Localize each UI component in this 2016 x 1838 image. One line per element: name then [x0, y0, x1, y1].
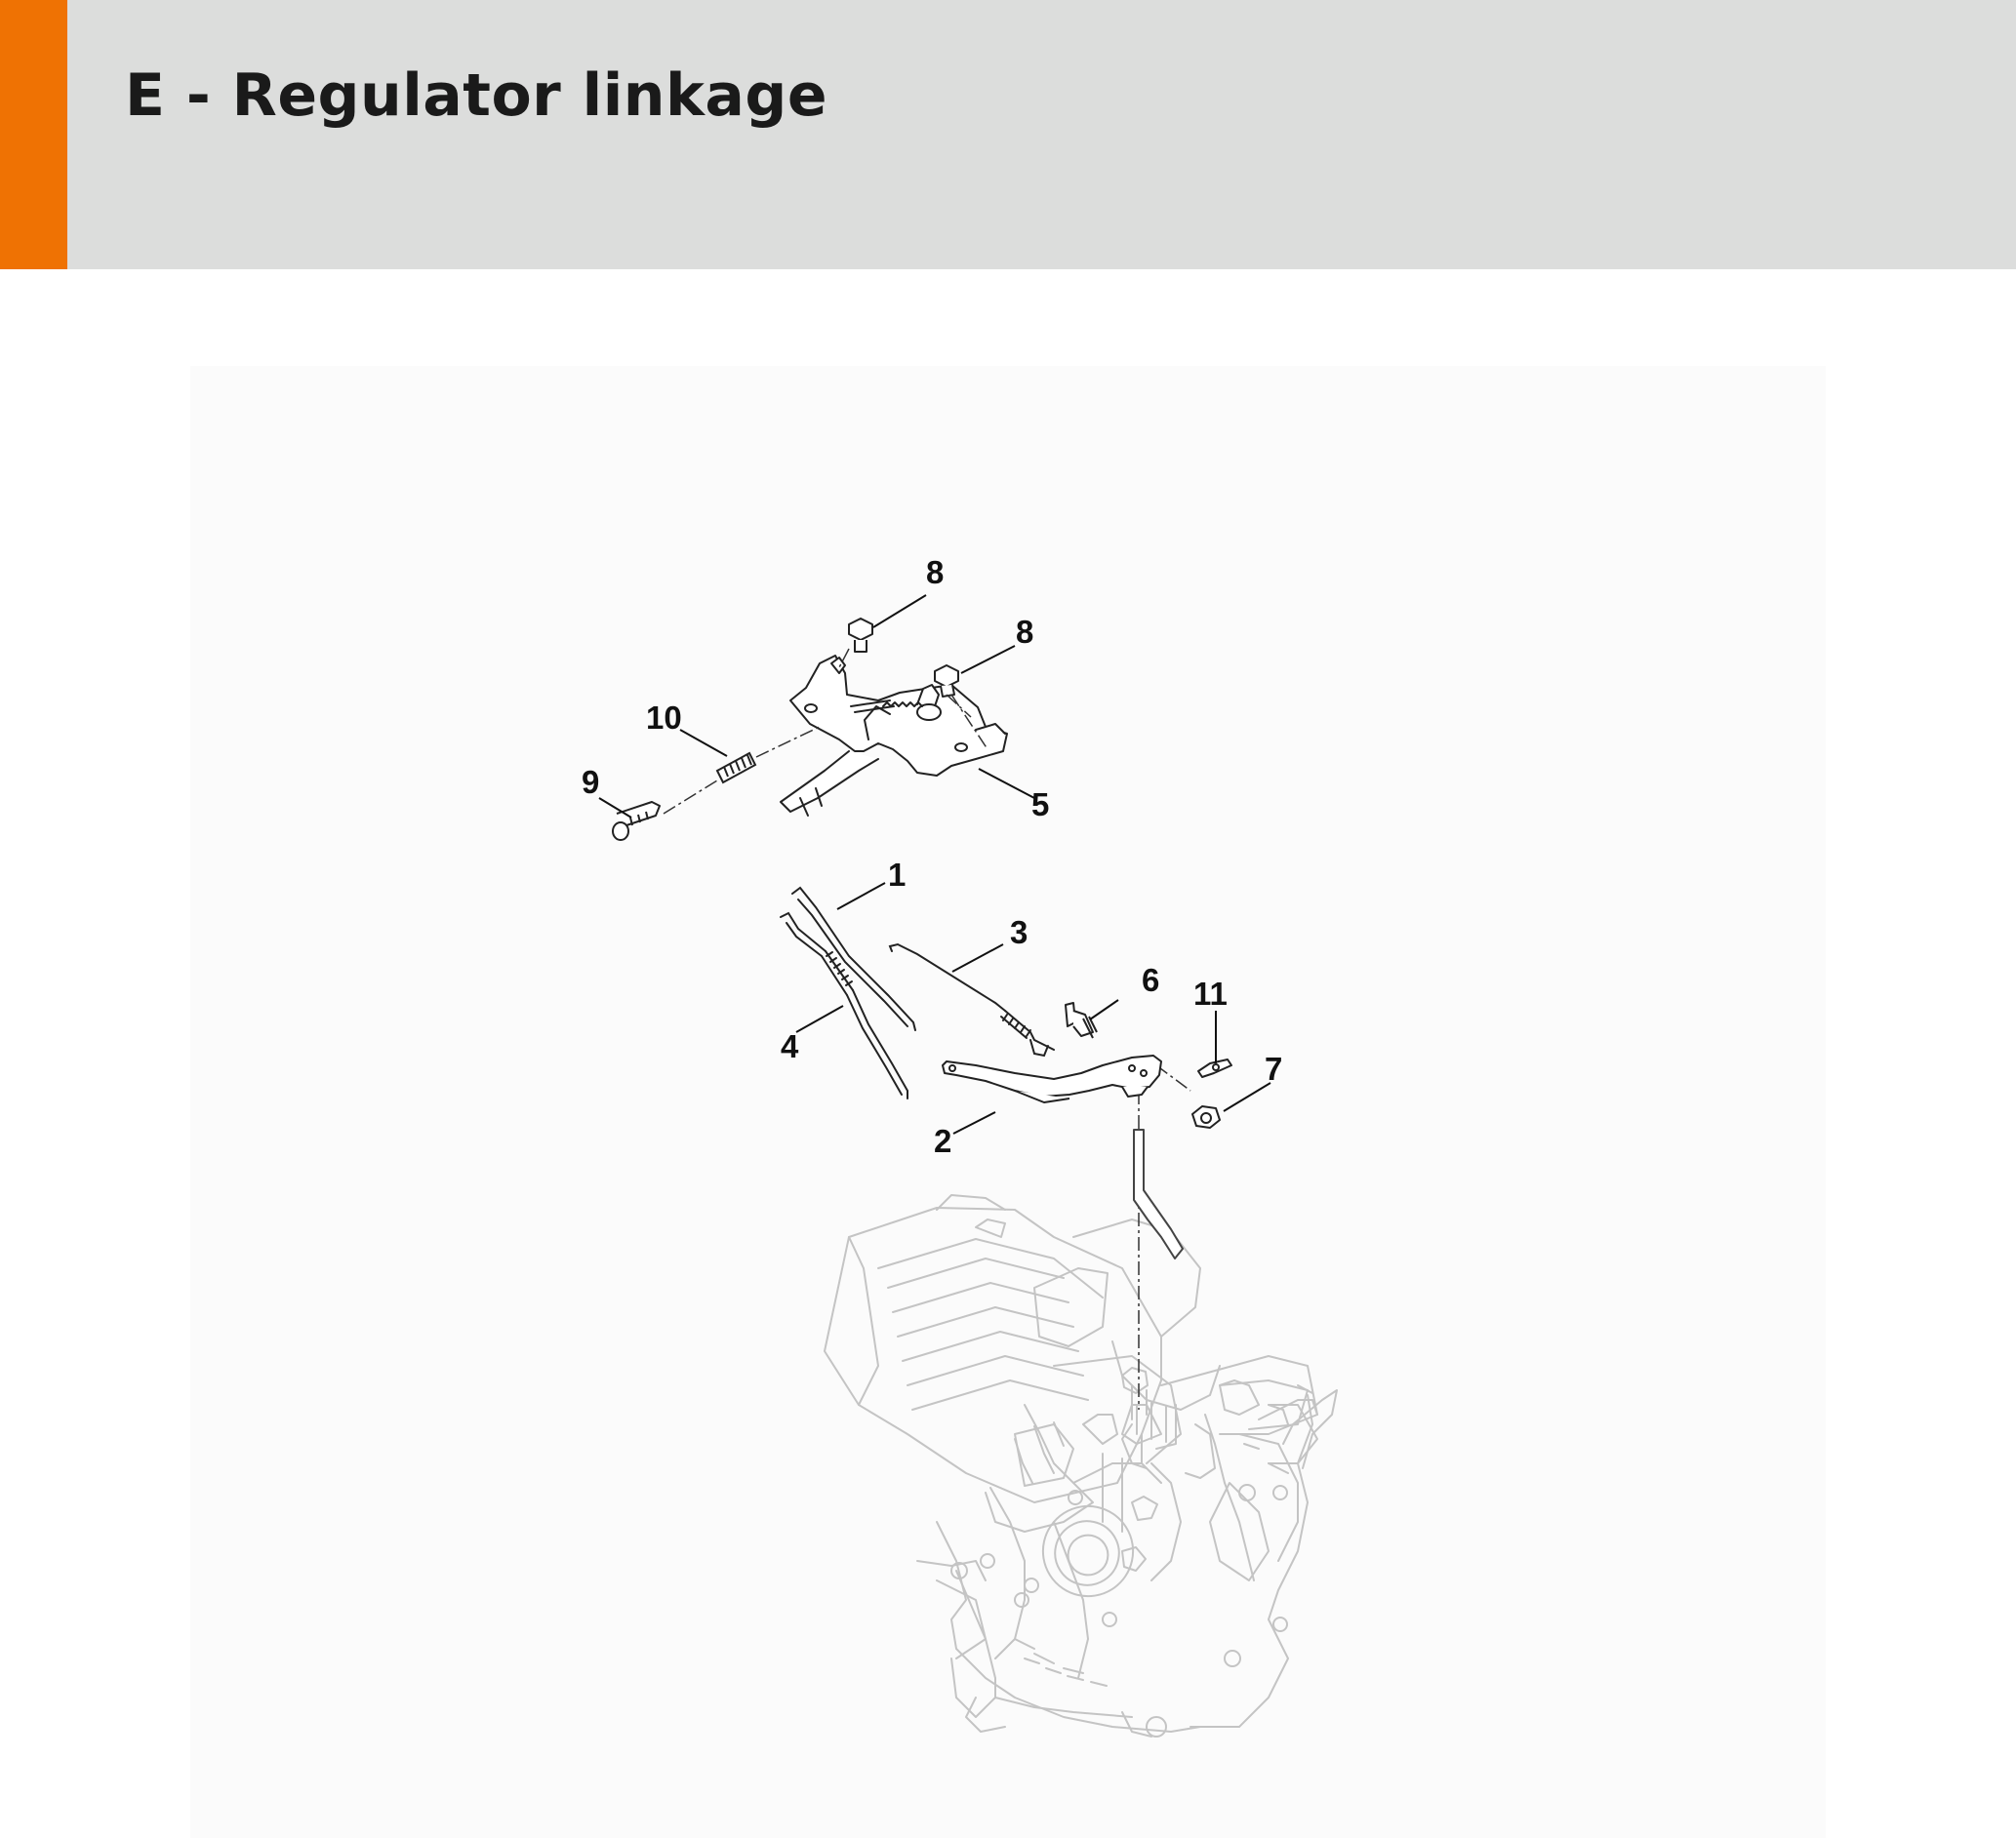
callout-8-right: 8	[1016, 614, 1033, 650]
callout-1: 1	[888, 857, 906, 893]
callout-4: 4	[781, 1028, 799, 1064]
rod-part-3	[888, 942, 1055, 1058]
screw-part-8-right	[934, 664, 959, 698]
leader-lines	[598, 594, 1271, 1135]
callout-8-upper: 8	[926, 554, 944, 590]
clip-part-11	[1197, 1059, 1232, 1078]
callout-3: 3	[1010, 914, 1028, 950]
callout-11: 11	[1193, 976, 1228, 1012]
callout-2: 2	[934, 1123, 951, 1159]
accent-bar	[0, 0, 67, 269]
spring-part-10	[715, 751, 757, 784]
lever-part-2	[942, 1055, 1162, 1103]
header-band	[0, 0, 2016, 269]
nut-part-7	[1191, 1105, 1221, 1129]
rod-part-1	[791, 886, 916, 1031]
callout-7: 7	[1265, 1051, 1282, 1087]
diagram-panel	[190, 366, 1826, 1838]
engine-block	[824, 1194, 1338, 1738]
bolt-part-6	[1065, 1002, 1098, 1039]
screw-part-8-upper	[848, 618, 873, 653]
callout-10: 10	[646, 699, 682, 736]
page-title: E - Regulator linkage	[125, 61, 828, 130]
governor-shaft	[1133, 1129, 1184, 1259]
screw-part-9	[612, 801, 661, 841]
callout-6: 6	[1142, 962, 1159, 998]
callout-9: 9	[582, 764, 599, 800]
regulator-bracket	[780, 655, 1008, 817]
callout-5: 5	[1031, 786, 1049, 822]
rod-part-4	[780, 911, 908, 1099]
